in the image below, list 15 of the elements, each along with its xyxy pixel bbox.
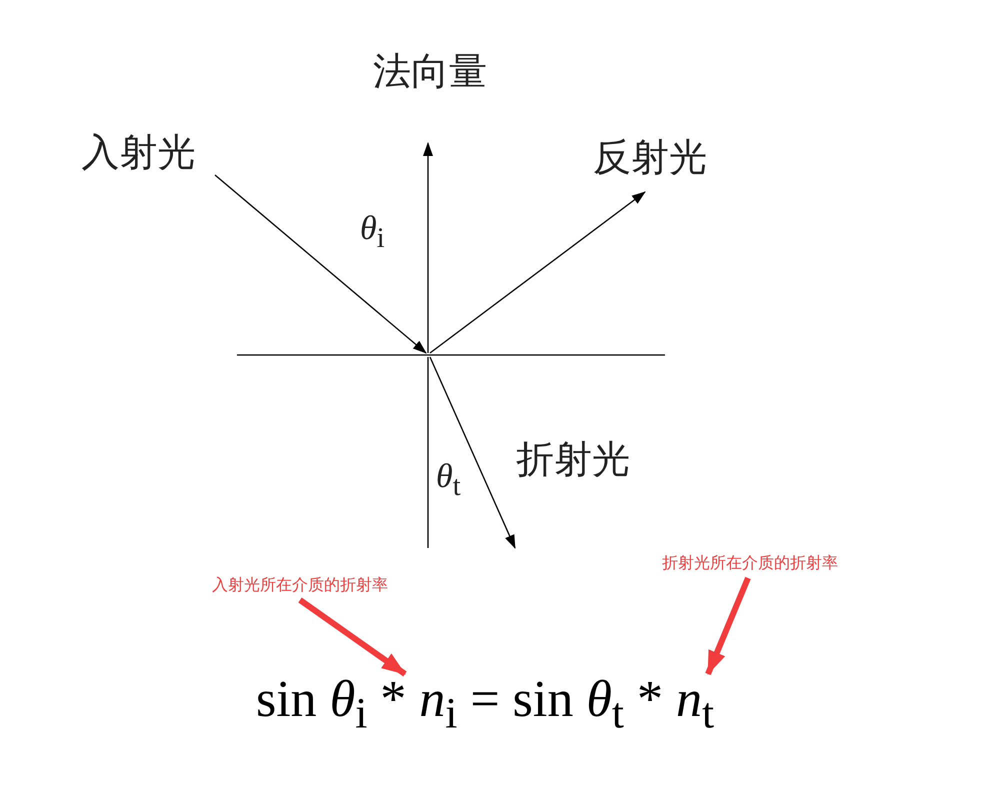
ray-arrow bbox=[430, 191, 646, 354]
angle-label: θ$_{i}$ bbox=[360, 212, 385, 254]
ray-label: 折射光 bbox=[516, 437, 630, 481]
leader-arrow bbox=[298, 598, 407, 676]
ray-arrow bbox=[429, 356, 516, 549]
annotation-text: 折射光所在介质的折射率 bbox=[662, 553, 838, 572]
ray-label: 入射光 bbox=[82, 130, 196, 174]
ray-arrow bbox=[423, 142, 433, 353]
leader-arrow bbox=[705, 576, 751, 676]
ray-arrow bbox=[214, 174, 427, 354]
angle-label: θ$_{t}$ bbox=[436, 460, 461, 502]
formula: sin θ$_{i}$ *n$_{i}$ = sin θ$_{t}$ *n$_{t}$ bbox=[256, 671, 714, 728]
ray-label: 法向量 bbox=[373, 49, 487, 93]
annotation-text: 入射光所在介质的折射率 bbox=[212, 575, 388, 594]
ray-label: 反射光 bbox=[593, 135, 707, 179]
